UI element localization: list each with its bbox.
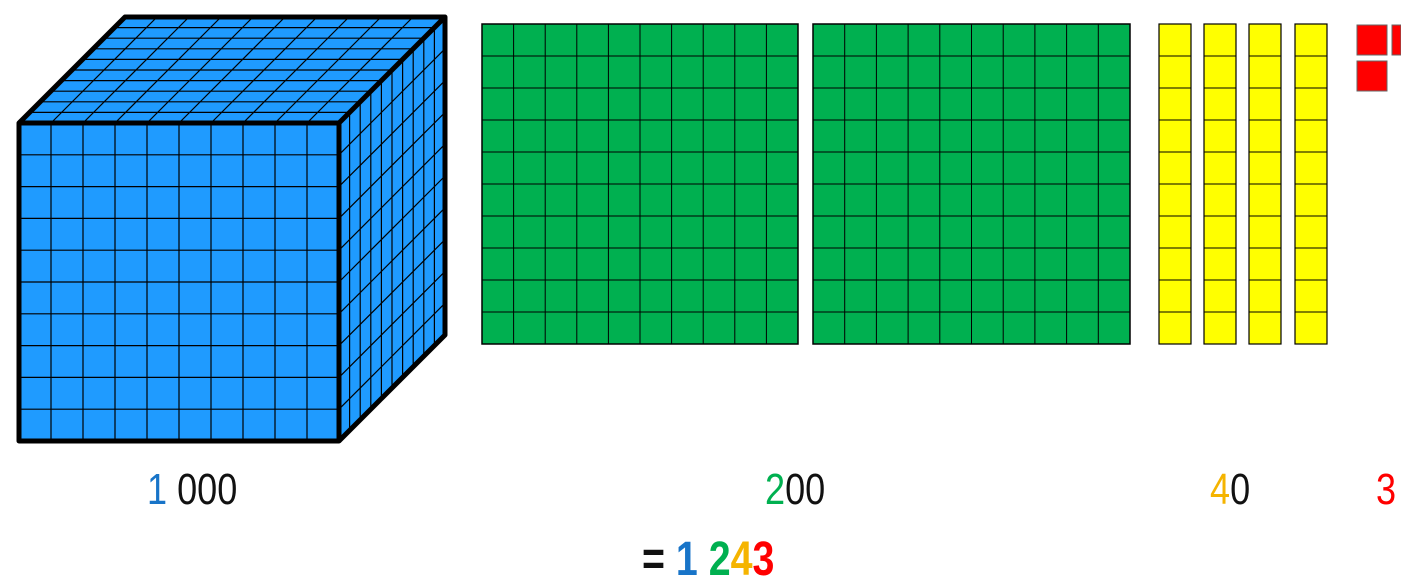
thousands-digit: 1 xyxy=(147,465,167,514)
total-equals: = xyxy=(642,533,676,586)
hundreds-rest: 00 xyxy=(785,465,825,514)
thousands-label: 1 000 xyxy=(147,462,237,518)
total-ones-digit: 3 xyxy=(753,533,775,586)
total-equation: = 1 243 xyxy=(642,532,774,588)
ten-rod-3 xyxy=(1249,24,1281,344)
ones-label: 3 xyxy=(1376,462,1396,518)
tens-label: 40 xyxy=(1210,462,1250,518)
total-space xyxy=(698,533,709,586)
ten-rod-2 xyxy=(1204,24,1236,344)
hundreds-digit: 2 xyxy=(765,465,785,514)
hundred-flat-1 xyxy=(482,24,798,344)
hundred-flat-2 xyxy=(813,24,1130,344)
ten-rod-1 xyxy=(1159,24,1191,344)
thousand-cube xyxy=(19,17,445,441)
tens-rest: 0 xyxy=(1230,465,1250,514)
unit-cube-2 xyxy=(1392,25,1401,55)
ones-digit: 3 xyxy=(1376,465,1396,514)
tens-digit: 4 xyxy=(1210,465,1230,514)
total-tens-digit: 4 xyxy=(731,533,753,586)
unit-cube-1 xyxy=(1357,25,1387,55)
ten-rod-4 xyxy=(1295,24,1327,344)
hundreds-label: 200 xyxy=(765,462,825,518)
total-hundreds-digit: 2 xyxy=(709,533,731,586)
total-thousands-digit: 1 xyxy=(676,533,698,586)
thousands-rest: 000 xyxy=(167,465,237,514)
unit-cube-3 xyxy=(1357,61,1387,91)
base-ten-blocks xyxy=(0,0,1401,460)
